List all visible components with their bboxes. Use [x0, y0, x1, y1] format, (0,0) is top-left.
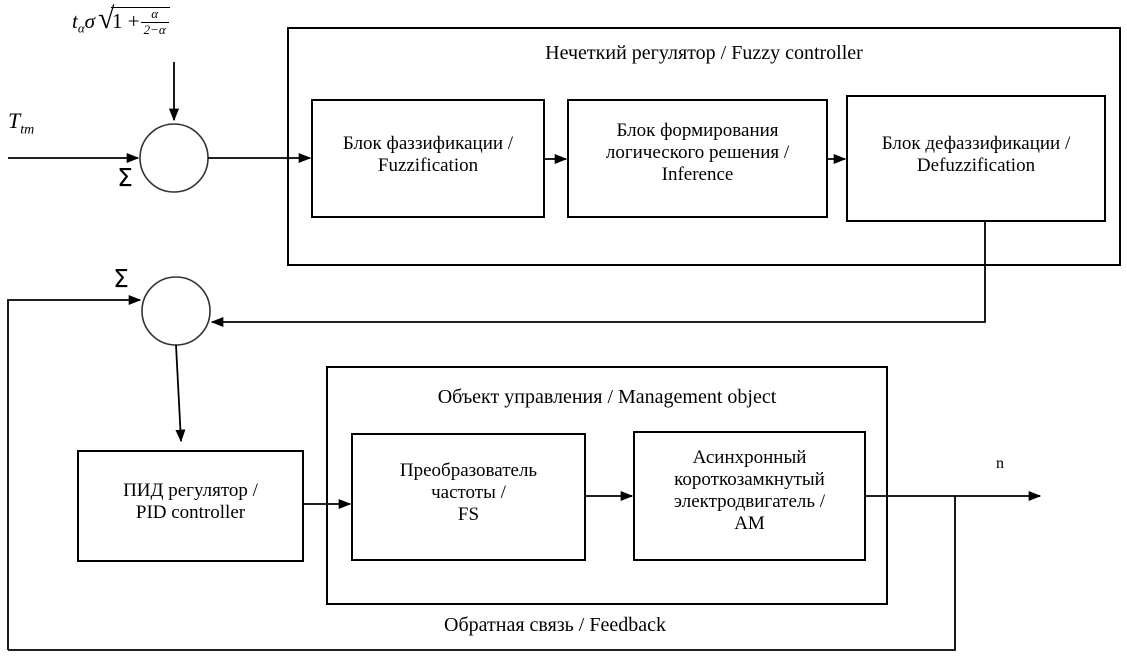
management-object-title: Объект управления / Management object: [437, 386, 777, 408]
asynchronous-motor-label: Асинхронный короткозамкнутый электродвиг…: [636, 447, 863, 535]
frequency-converter-line2: частоты /: [431, 482, 506, 504]
formula-one-plus: 1 +: [112, 8, 140, 33]
reference-signal-main: T: [8, 108, 21, 133]
sum-bottom-circle: [141, 276, 211, 346]
pid-controller-line1: ПИД регулятор /: [123, 480, 258, 501]
formula-denominator: 2−α: [140, 21, 169, 38]
defuzzification-line2: Defuzzification: [916, 155, 1036, 177]
inference-label: Блок формирования логического решения / …: [570, 120, 825, 186]
sum-top-label: Σ: [117, 163, 133, 192]
management-object-outer-box: [326, 366, 888, 605]
defuzzification-to-sum-path: [210, 221, 986, 328]
pid-controller-label: ПИД регулятор / PID controller: [80, 480, 301, 524]
output-label: n: [996, 455, 1004, 472]
inference-line2: логического решения /: [605, 142, 790, 164]
formula-numerator: α: [151, 6, 159, 21]
asynchronous-motor-line3: электродвигатель /: [673, 491, 826, 513]
formula-t-sub: α: [77, 20, 85, 36]
inference-line3: Inference: [661, 164, 734, 186]
inference-line1: Блок формирования: [616, 120, 779, 141]
feedback-to-sum-path: [7, 294, 142, 650]
defuzzification-label: Блок дефаззификации / Defuzzification: [849, 133, 1103, 177]
fuzzification-line1: Блок фаззификации /: [342, 133, 514, 154]
asynchronous-motor-line2: короткозамкнутый: [674, 469, 825, 491]
fuzzy-controller-outer-box: [287, 27, 1121, 266]
defuzzification-box: [846, 95, 1106, 222]
fuzzification-line2: Fuzzification: [377, 155, 479, 177]
feedback-label: Обратная связь / Feedback: [444, 614, 666, 636]
pid-controller-line2: PID controller: [135, 502, 246, 524]
fuzzification-label: Блок фаззификации / Fuzzification: [314, 133, 542, 177]
frequency-converter-line3: FS: [457, 504, 480, 526]
defuzzification-line1: Блок дефаззификации /: [881, 133, 1071, 154]
frequency-converter-line1: Преобразователь: [399, 460, 538, 481]
fuzzy-controller-title: Нечеткий регулятор / Fuzzy controller: [545, 42, 863, 64]
frequency-converter-box: [351, 433, 586, 561]
formula-sigma: σ: [84, 8, 96, 33]
sum-to-pid-arrow: [175, 344, 186, 443]
reference-signal-label: Ttm: [8, 108, 78, 139]
asynchronous-motor-line1: Асинхронный: [692, 447, 807, 468]
reference-signal-sub: tm: [20, 122, 35, 138]
sum-top-circle: [139, 123, 209, 193]
asynchronous-motor-line4: AM: [734, 513, 765, 535]
formula-t: t: [72, 8, 78, 33]
pid-controller-box: [77, 450, 304, 562]
frequency-converter-label: Преобразователь частоты / FS: [354, 460, 583, 526]
sum-bottom-label: Σ: [113, 264, 129, 293]
radical-sign: √: [98, 2, 115, 35]
radical-bar: [111, 7, 170, 8]
feedback-tap-path: [8, 496, 956, 651]
